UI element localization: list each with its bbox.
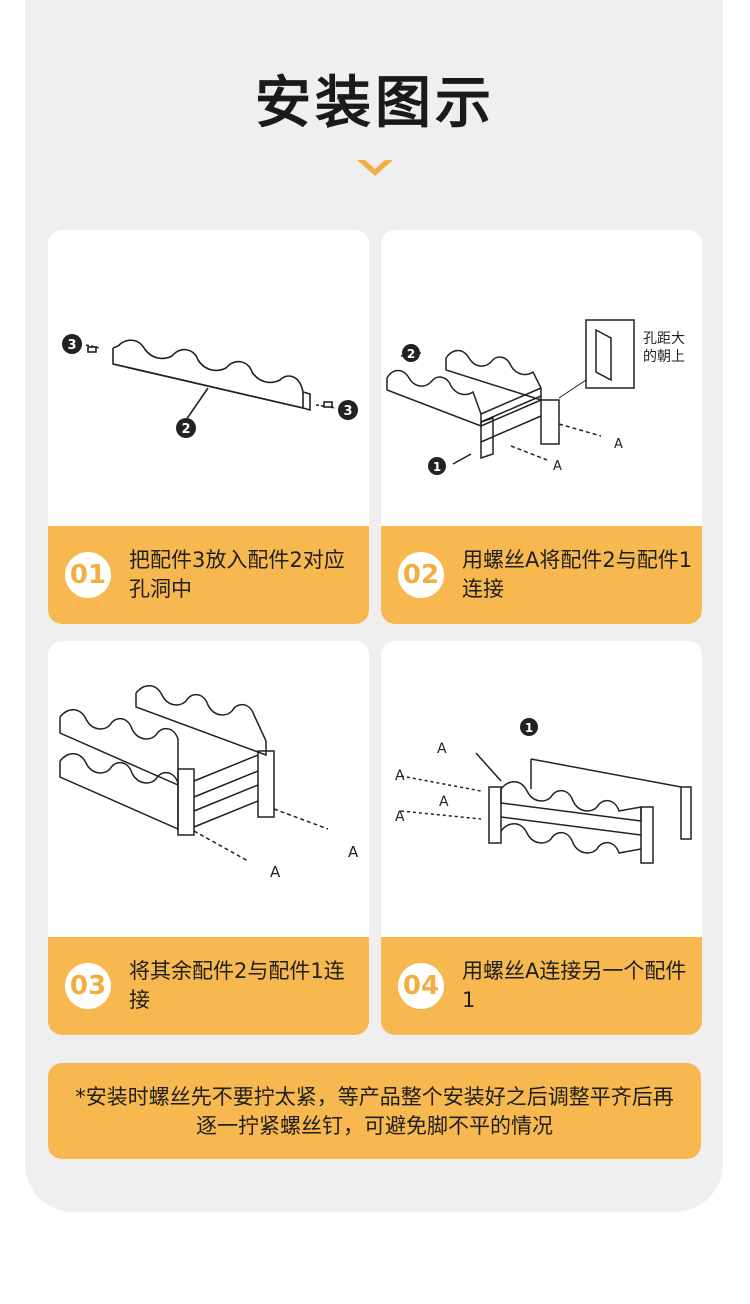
step-band-3: 03 将其余配件2与配件1连接 (48, 937, 369, 1035)
step-card-3: A A 03 将其余配件2与配件1连接 (48, 641, 369, 1035)
step-band-1: 01 把配件3放入配件2对应孔洞中 (48, 526, 369, 624)
screw-label-a2: A (270, 863, 281, 881)
step-text-4: 用螺丝A连接另一个配件1 (462, 959, 687, 1012)
screw-label-a1: A (348, 843, 359, 861)
step-card-1: 3 3 2 01 把配件3放入配件2对应孔洞中 (48, 230, 369, 624)
step-number-4: 04 (398, 963, 444, 1009)
hole-note-line2: 的朝上 (643, 349, 685, 365)
screw-label-a1: A (553, 459, 562, 474)
step-number-2: 02 (398, 552, 444, 598)
step-text-3: 将其余配件2与配件1连接 (129, 959, 345, 1012)
step1-illustration: 3 3 2 (62, 334, 358, 438)
step-card-4: 1 A A A A 04 用螺丝A连接另一个配件1 (381, 641, 702, 1035)
screw-label-a1: A (437, 741, 447, 757)
step-band-4: 04 用螺丝A连接另一个配件1 (381, 937, 702, 1035)
callout-2: 2 (181, 422, 190, 437)
note-text: *安装时螺丝先不要拧太紧，等产品整个安装好之后调整平齐后再逐一拧紧螺丝钉，可避免… (75, 1085, 674, 1138)
screw-label-a4: A (395, 809, 405, 825)
note-box: *安装时螺丝先不要拧太紧，等产品整个安装好之后调整平齐后再逐一拧紧螺丝钉，可避免… (48, 1063, 701, 1159)
callout-2: 2 (407, 347, 415, 361)
step-card-2: 1 2 A A 孔距大 的朝上 02 用螺丝A将配件2与配件1连接 (381, 230, 702, 624)
chevron-down-icon (357, 160, 393, 176)
step-text-2: 用螺丝A将配件2与配件1连接 (462, 548, 693, 601)
callout-1: 1 (433, 460, 441, 474)
screw-label-a2: A (395, 768, 405, 784)
callout-3-left: 3 (67, 338, 76, 353)
page-title: 安装图示 (255, 71, 495, 136)
step-band-2: 02 用螺丝A将配件2与配件1连接 (381, 526, 702, 624)
callout-1: 1 (525, 721, 533, 735)
step3-illustration: A A (59, 685, 359, 881)
step-number-1: 01 (65, 552, 111, 598)
screw-label-a2: A (614, 437, 623, 452)
screw-label-a3: A (439, 794, 449, 810)
step2-illustration: 1 2 A A 孔距大 的朝上 (386, 319, 685, 475)
step-number-3: 03 (65, 963, 111, 1009)
hole-note-line1: 孔距大 (643, 331, 685, 347)
step-text-1: 把配件3放入配件2对应孔洞中 (129, 548, 345, 601)
callout-3-right: 3 (343, 404, 352, 419)
step4-illustration: 1 A A A A (395, 718, 692, 864)
